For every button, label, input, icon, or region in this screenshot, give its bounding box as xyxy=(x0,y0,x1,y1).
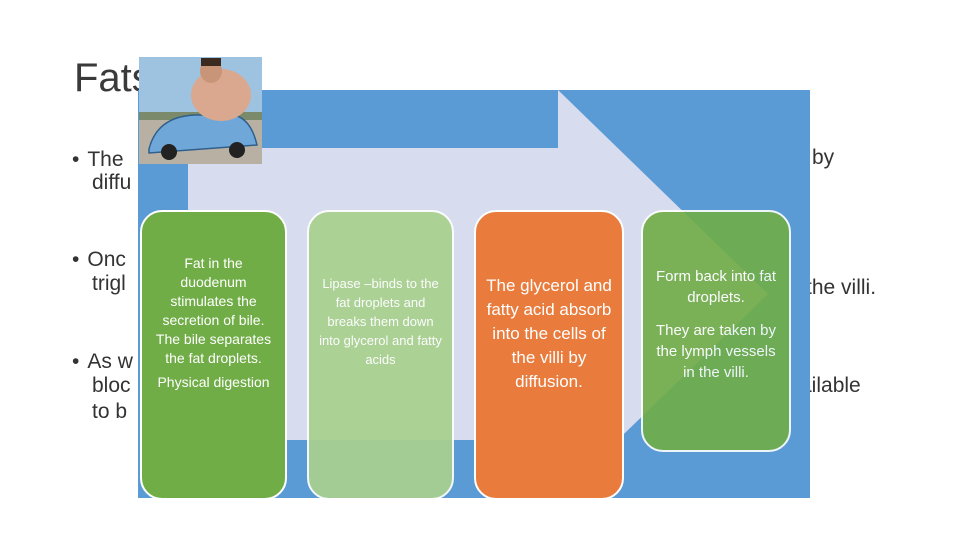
bullet-3-line-2: bloc xyxy=(92,374,131,397)
step-card-4: Form back into fat droplets. They are ta… xyxy=(641,210,791,452)
bullet-3-line-3: to b xyxy=(92,400,128,423)
arrow-band xyxy=(188,190,528,192)
bullet-1-line-1: •The xyxy=(72,148,124,171)
bullet-1-line-2: diffu xyxy=(92,171,132,194)
bullet-2-line-2: trigl xyxy=(92,272,126,295)
step-1-note: Physical digestion xyxy=(157,374,270,390)
bullet-1-line-1-end: by xyxy=(812,146,835,169)
step-1-text: Fat in the duodenum stimulates the secre… xyxy=(155,255,272,366)
step-card-3: The glycerol and fatty acid absorb into … xyxy=(474,210,624,500)
step-2-text: Lipase –binds to the fat droplets and br… xyxy=(319,276,442,367)
bullet-3-line-1: •As w xyxy=(72,350,133,373)
photo-illustration xyxy=(139,57,262,164)
person-in-small-car-photo xyxy=(139,57,262,164)
bullet-2-line-1: •Onc xyxy=(72,248,126,271)
step-card-2: Lipase –binds to the fat droplets and br… xyxy=(307,210,454,500)
bullet-2-line-2-end: the villi. xyxy=(806,276,877,299)
step-4-note: They are taken by the lymph vessels in t… xyxy=(655,322,777,381)
step-3-text: The glycerol and fatty acid absorb into … xyxy=(486,276,612,391)
step-card-1: Fat in the duodenum stimulates the secre… xyxy=(140,210,287,500)
bullet-3-line-2-end: ailable xyxy=(800,374,861,397)
step-4-text: Form back into fat droplets. xyxy=(655,268,777,306)
